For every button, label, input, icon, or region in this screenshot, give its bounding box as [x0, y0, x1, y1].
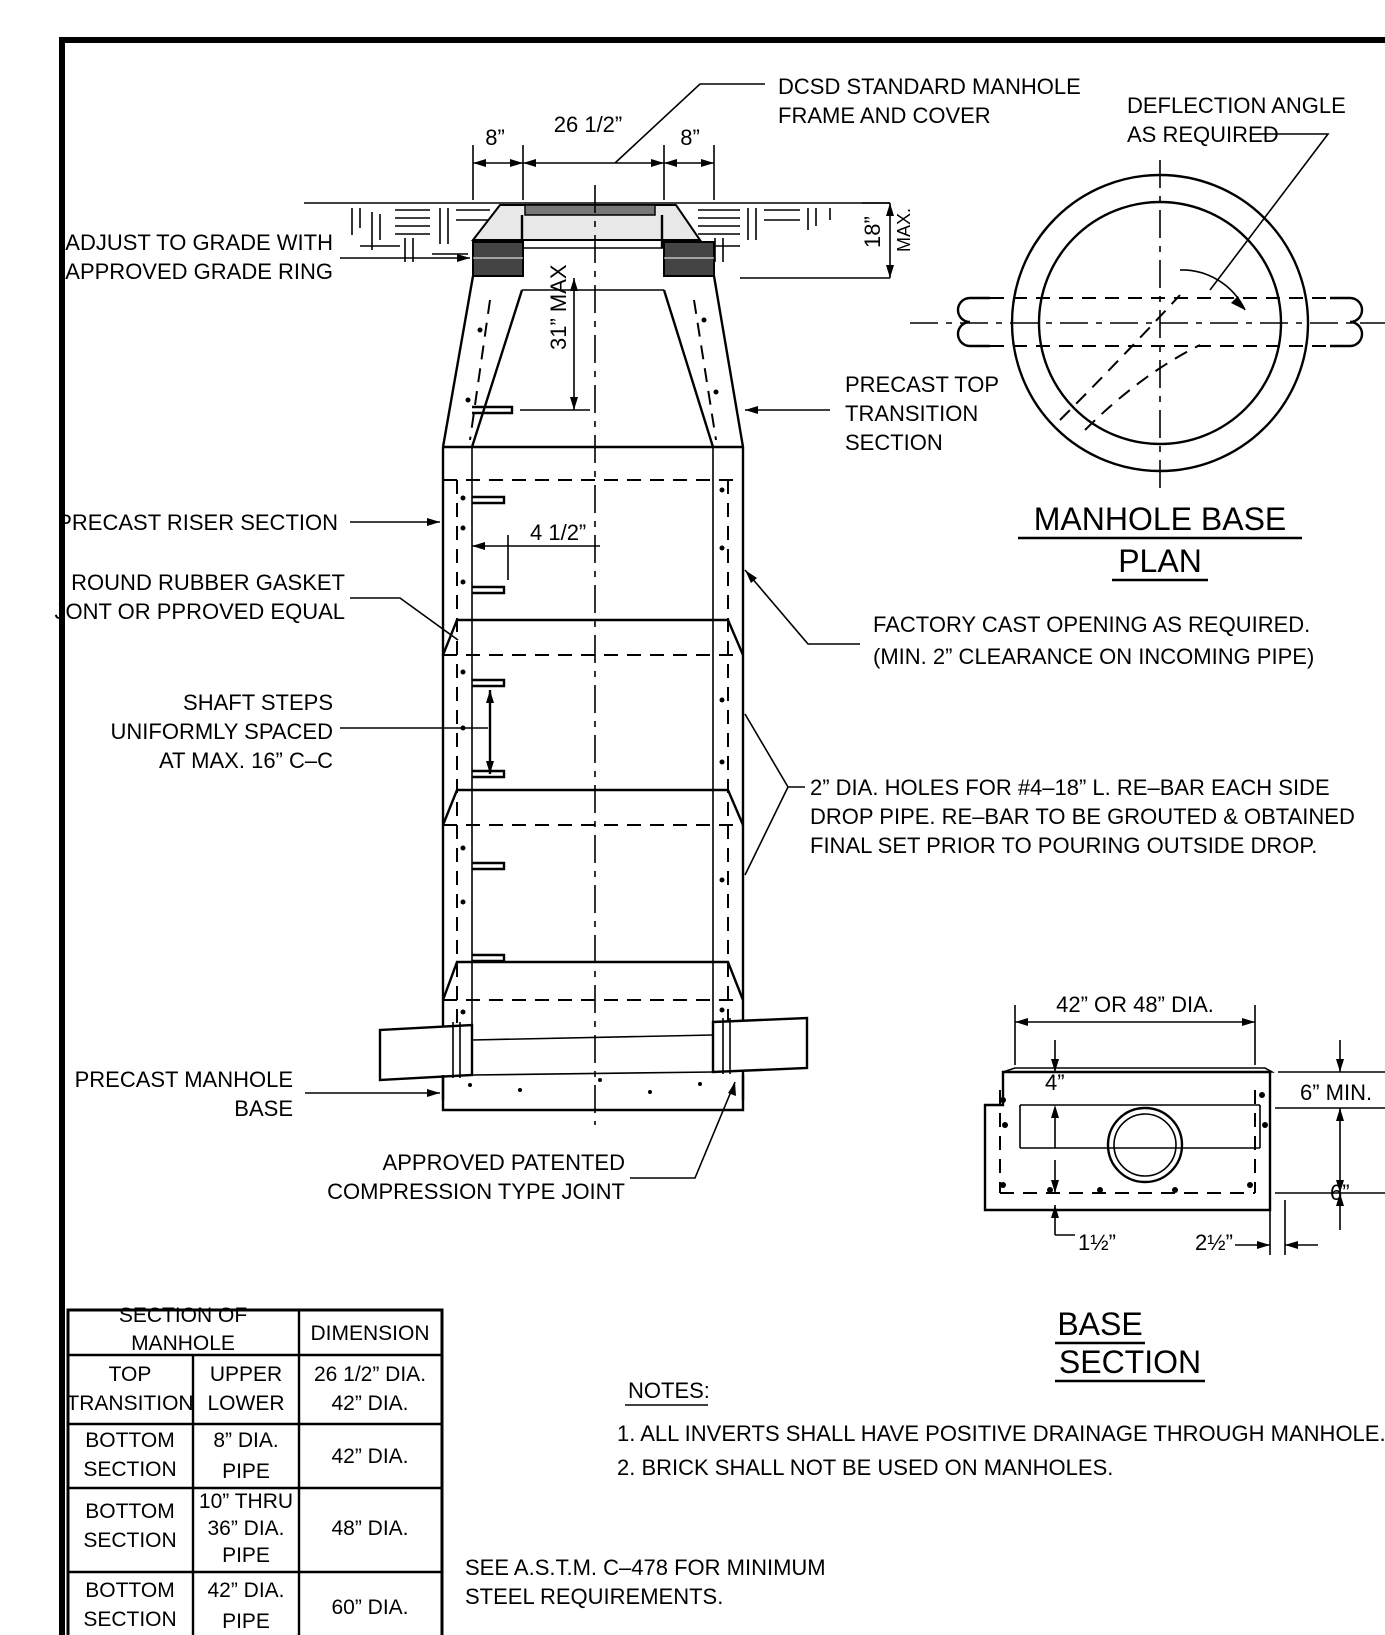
dim-4-half: 4 1/2”: [530, 520, 586, 545]
note-2: 2. BRICK SHALL NOT BE USED ON MANHOLES.: [617, 1455, 1113, 1480]
table-header-section-2: MANHOLE: [131, 1332, 235, 1355]
steps-label-2: UNIFORMLY SPACED: [111, 719, 333, 744]
table-cell: PIPE: [222, 1610, 270, 1633]
dim-8-right: 8”: [680, 125, 700, 150]
dim-frame-widths: [472, 145, 715, 200]
frame-cover-label: DCSD STANDARD MANHOLE: [778, 74, 1081, 99]
leader-lines: [305, 83, 860, 1179]
dim-base-dia: 42” OR 48” DIA.: [1056, 992, 1214, 1017]
opening-label-2: (MIN. 2” CLEARANCE ON INCOMING PIPE): [873, 644, 1314, 669]
joint-label: APPROVED PATENTED: [383, 1150, 625, 1175]
manhole-elevation: [304, 83, 894, 1179]
table-cell: 26 1/2” DIA.: [314, 1363, 426, 1386]
dim-26-half: 26 1/2”: [554, 112, 623, 137]
table-cell: LOWER: [207, 1392, 284, 1415]
deflection-label-2: AS REQUIRED: [1127, 122, 1279, 147]
astm-note-2: STEEL REQUIREMENTS.: [465, 1584, 723, 1609]
base-label-2: BASE: [234, 1096, 293, 1121]
table-cell: 36” DIA.: [207, 1517, 284, 1540]
plan-title-2: PLAN: [1118, 543, 1202, 579]
view-titles: MANHOLE BASE PLAN BASE SECTION: [1018, 501, 1302, 1383]
frame-cover-label-2: FRAME AND COVER: [778, 103, 991, 128]
dim-18-max: MAX.: [894, 208, 914, 252]
table-cell: TOP: [109, 1363, 152, 1386]
dim-base-1-half: 1½”: [1078, 1230, 1116, 1255]
table-cell: PIPE: [222, 1544, 270, 1567]
dim-step-offset: [472, 535, 600, 580]
table-cell: 10” THRU: [199, 1490, 293, 1513]
table-cell: 60” DIA.: [331, 1596, 408, 1619]
table-cell: SECTION: [83, 1608, 176, 1631]
base-section: [983, 1005, 1385, 1255]
concrete-aggregate: [460, 317, 725, 1094]
riser-label: PRECAST RISER SECTION: [57, 510, 338, 535]
grade-rings: [472, 241, 715, 277]
riser-walls: [441, 480, 745, 1100]
table-cell: 42” DIA.: [331, 1445, 408, 1468]
table-cell: BOTTOM: [85, 1500, 174, 1523]
dimension-text: 8” 26 1/2” 8” 18” MAX. 31” MAX 4 1/2” 42…: [485, 112, 1372, 1255]
sheet-border: [59, 37, 1385, 1635]
arrowheads: [427, 159, 894, 1097]
shaft-steps: [472, 405, 514, 963]
table-cell: UPPER: [210, 1363, 282, 1386]
top-transition-section: [441, 275, 745, 481]
steps-label-3: AT MAX. 16” C–C: [159, 748, 333, 773]
table-cell: TRANSITION: [66, 1392, 193, 1415]
dim-31-max: 31” MAX: [546, 264, 571, 350]
table-cell: 48” DIA.: [331, 1517, 408, 1540]
steps-label: SHAFT STEPS: [183, 690, 333, 715]
notes-heading: NOTES:: [628, 1378, 710, 1403]
dim-base-6-min: 6” MIN.: [1300, 1080, 1372, 1105]
table-cell: BOTTOM: [85, 1429, 174, 1452]
table-header-section: SECTION OF: [119, 1304, 247, 1327]
top-transition-label-2: TRANSITION: [845, 401, 978, 426]
rebar-holes-label: 2” DIA. HOLES FOR #4–18” L. RE–BAR EACH …: [810, 775, 1330, 800]
notes: NOTES: 1. ALL INVERTS SHALL HAVE POSITIV…: [465, 1378, 1385, 1609]
adjust-grade-label: ADJUST TO GRADE WITH: [65, 230, 333, 255]
dim-base-2-half: 2½”: [1195, 1230, 1233, 1255]
inlet-pipes: [378, 1016, 809, 1082]
callout-text: DCSD STANDARD MANHOLE FRAME AND COVER DE…: [54, 74, 1354, 1204]
dim-base-6: 6”: [1330, 1180, 1350, 1205]
top-transition-label: PRECAST TOP: [845, 372, 999, 397]
dim-transition-height: [520, 278, 590, 411]
top-transition-label-3: SECTION: [845, 430, 943, 455]
dim-18: 18”: [860, 216, 885, 248]
plan-title: MANHOLE BASE: [1034, 501, 1287, 537]
table-cell: 42” DIA.: [331, 1392, 408, 1415]
table-cell: PIPE: [222, 1460, 270, 1483]
rebar-holes-label-3: FINAL SET PRIOR TO POURING OUTSIDE DROP.: [810, 833, 1317, 858]
table-cell: SECTION: [83, 1458, 176, 1481]
joint-label-2: COMPRESSION TYPE JOINT: [327, 1179, 625, 1204]
manhole-dimension-table: SECTION OF MANHOLE DIMENSION TOP TRANSIT…: [66, 1304, 444, 1635]
base-section-title: BASE: [1057, 1306, 1142, 1342]
table-cell: 8” DIA.: [213, 1429, 278, 1452]
frame-and-cover: [470, 204, 702, 249]
table-cell: 42” DIA.: [207, 1579, 284, 1602]
table-header-dimension: DIMENSION: [310, 1322, 429, 1345]
base-section-title-2: SECTION: [1059, 1344, 1201, 1380]
pavement-hatch-right: [698, 208, 831, 262]
pavement-hatch-left: [351, 208, 490, 262]
opening-label: FACTORY CAST OPENING AS REQUIRED.: [873, 612, 1310, 637]
table-cell: SECTION: [83, 1529, 176, 1552]
dim-base-4: 4”: [1045, 1070, 1065, 1095]
base-label: PRECAST MANHOLE: [75, 1067, 293, 1092]
table-cell: BOTTOM: [85, 1579, 174, 1602]
astm-note: SEE A.S.T.M. C–478 FOR MINIMUM: [465, 1555, 826, 1580]
note-1: 1. ALL INVERTS SHALL HAVE POSITIVE DRAIN…: [617, 1421, 1385, 1446]
manhole-base-slab: [441, 1075, 745, 1112]
adjust-grade-label-2: APPROVED GRADE RING: [65, 259, 333, 284]
gasket-label: ROUND RUBBER GASKET: [71, 570, 345, 595]
gasket-label-2: JONT OR PPROVED EQUAL: [54, 599, 345, 624]
manhole-base-plan: [910, 133, 1385, 490]
dim-8-left: 8”: [485, 125, 505, 150]
deflection-label: DEFLECTION ANGLE: [1127, 93, 1346, 118]
rebar-holes-label-2: DROP PIPE. RE–BAR TO BE GROUTED & OBTAIN…: [810, 804, 1355, 829]
